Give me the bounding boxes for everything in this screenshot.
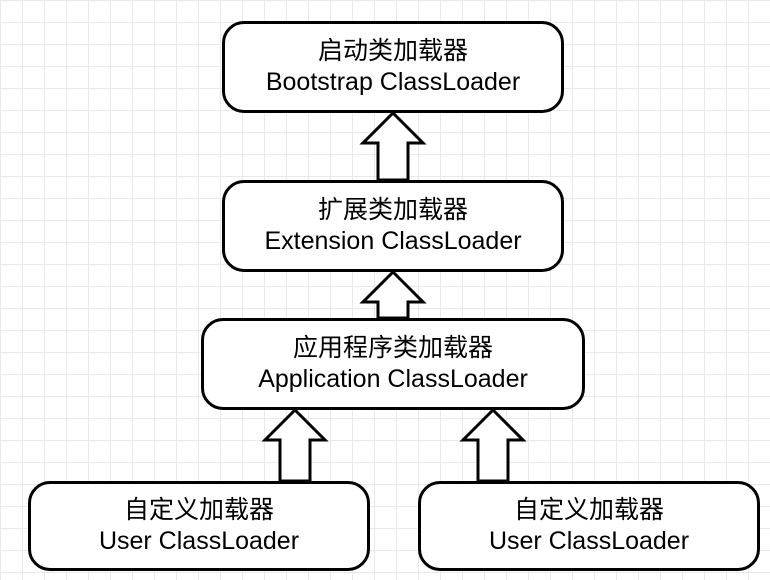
extension-title: 扩展类加载器 [317,196,468,224]
bootstrap-subtitle: Bootstrap ClassLoader [265,68,521,96]
application-subtitle: Application ClassLoader [258,365,528,393]
user-right-title: 自定义加载器 [513,496,664,524]
arrow-application-to-extension [359,269,427,320]
arrow-user-right-to-application [459,407,527,483]
application-title: 应用程序类加载器 [292,334,493,362]
bootstrap-title: 启动类加载器 [317,37,468,65]
user-classloader-right-node: 自定义加载器 User ClassLoader [418,481,760,571]
extension-subtitle: Extension ClassLoader [264,227,522,255]
user-left-subtitle: User ClassLoader [98,527,300,555]
extension-classloader-node: 扩展类加载器 Extension ClassLoader [222,180,564,272]
user-classloader-left-node: 自定义加载器 User ClassLoader [28,481,370,571]
user-right-subtitle: User ClassLoader [488,527,690,555]
arrow-user-left-to-application [261,407,329,483]
user-left-title: 自定义加载器 [123,496,274,524]
application-classloader-node: 应用程序类加载器 Application ClassLoader [201,318,585,410]
arrow-extension-to-bootstrap [359,110,427,182]
bootstrap-classloader-node: 启动类加载器 Bootstrap ClassLoader [222,21,564,113]
